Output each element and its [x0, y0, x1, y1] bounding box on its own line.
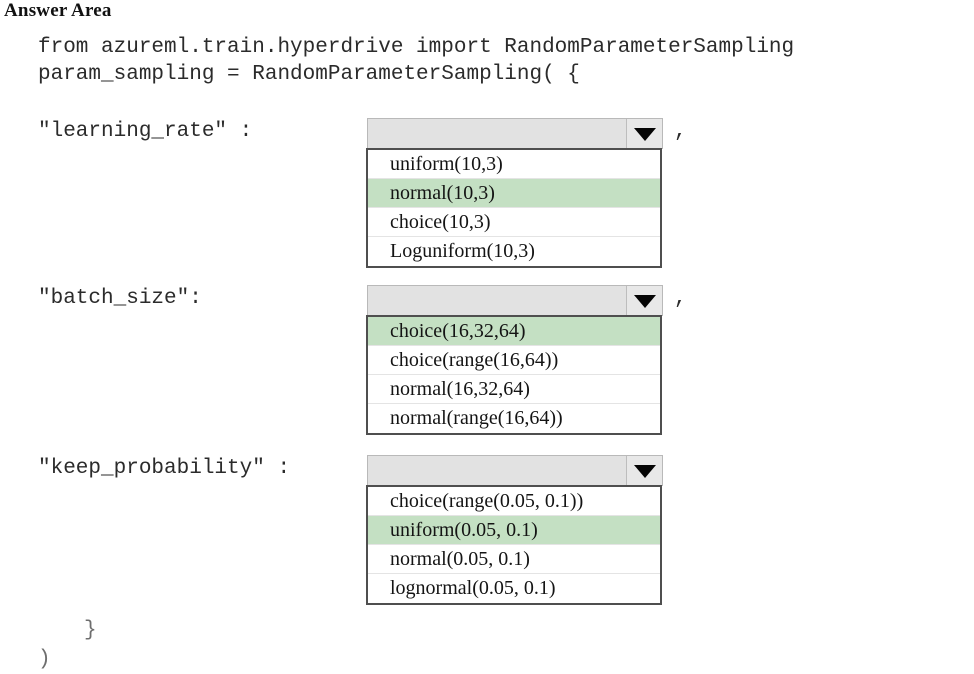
chevron-down-icon[interactable]: [626, 456, 662, 486]
code-line-closing-brace: }: [84, 619, 97, 642]
code-line-closing-paren: ): [38, 648, 51, 671]
param-comma-learning-rate: ,: [674, 120, 687, 143]
dropdown-learning-rate[interactable]: [367, 118, 663, 149]
list-item[interactable]: normal(range(16,64)): [368, 404, 660, 433]
dropdown-list-batch-size[interactable]: choice(16,32,64) choice(range(16,64)) no…: [366, 315, 662, 435]
list-item[interactable]: lognormal(0.05, 0.1): [368, 574, 660, 603]
list-item[interactable]: choice(range(0.05, 0.1)): [368, 487, 660, 516]
param-label-keep-probability: "keep_probability" :: [38, 457, 291, 480]
list-item[interactable]: choice(16,32,64): [368, 317, 660, 346]
chevron-down-icon[interactable]: [626, 286, 662, 316]
dropdown-batch-size[interactable]: [367, 285, 663, 316]
code-line-assignment: param_sampling = RandomParameterSampling…: [38, 63, 580, 86]
dropdown-keep-probability[interactable]: [367, 455, 663, 486]
dropdown-batch-size-value: [368, 286, 626, 316]
list-item[interactable]: normal(16,32,64): [368, 375, 660, 404]
param-label-batch-size: "batch_size":: [38, 287, 202, 310]
dropdown-keep-probability-value: [368, 456, 626, 486]
param-comma-batch-size: ,: [674, 287, 687, 310]
param-label-learning-rate: "learning_rate" :: [38, 120, 253, 143]
dropdown-learning-rate-value: [368, 119, 626, 149]
list-item[interactable]: choice(10,3): [368, 208, 660, 237]
list-item[interactable]: normal(0.05, 0.1): [368, 545, 660, 574]
chevron-down-glyph: [633, 294, 656, 308]
chevron-down-glyph: [633, 464, 656, 478]
list-item[interactable]: Loguniform(10,3): [368, 237, 660, 266]
page-title: Answer Area: [4, 0, 112, 21]
chevron-down-glyph: [633, 127, 656, 141]
dropdown-list-keep-probability[interactable]: choice(range(0.05, 0.1)) uniform(0.05, 0…: [366, 485, 662, 605]
list-item[interactable]: normal(10,3): [368, 179, 660, 208]
list-item[interactable]: uniform(10,3): [368, 150, 660, 179]
chevron-down-icon[interactable]: [626, 119, 662, 149]
code-line-import: from azureml.train.hyperdrive import Ran…: [38, 36, 795, 59]
list-item[interactable]: choice(range(16,64)): [368, 346, 660, 375]
list-item[interactable]: uniform(0.05, 0.1): [368, 516, 660, 545]
dropdown-list-learning-rate[interactable]: uniform(10,3) normal(10,3) choice(10,3) …: [366, 148, 662, 268]
